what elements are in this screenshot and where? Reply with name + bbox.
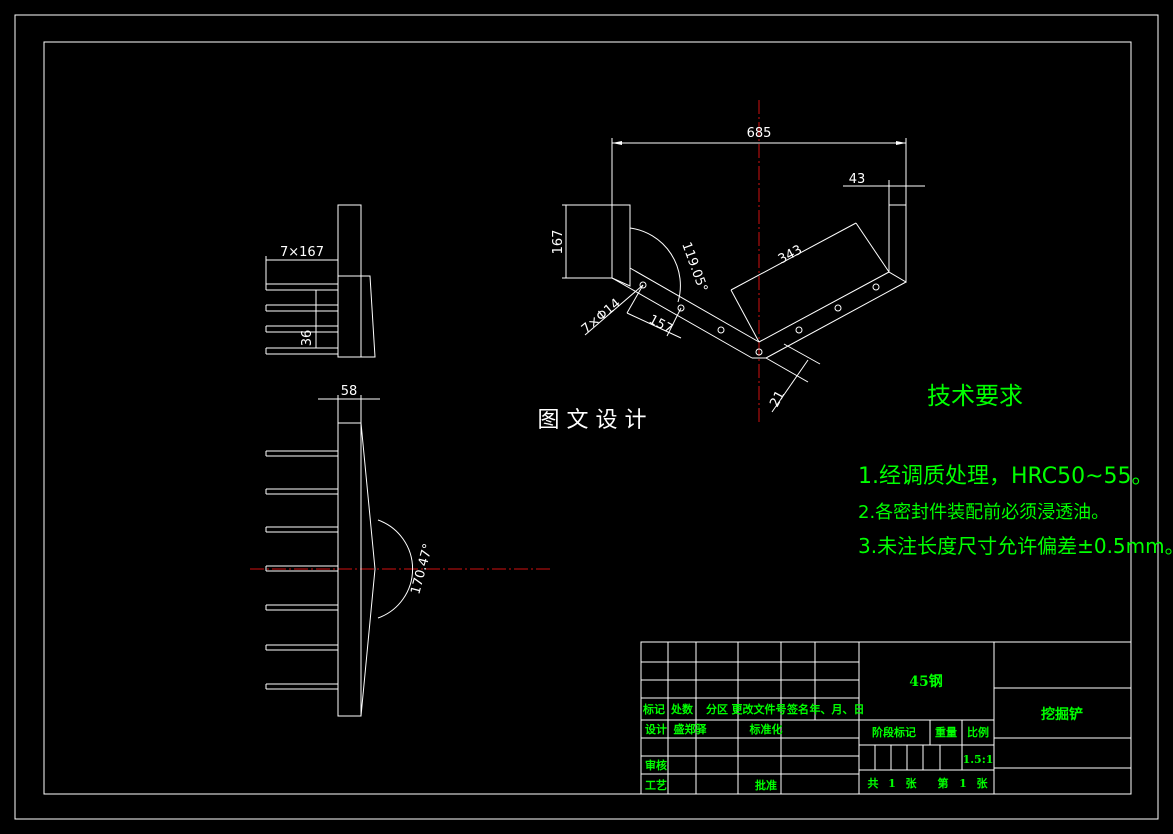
total-count: 1 <box>888 777 896 790</box>
design-label: 设计 <box>645 722 667 736</box>
header-date: 年、月、日 <box>810 702 865 716</box>
hole <box>755 348 763 356</box>
review-label: 审核 <box>645 758 667 772</box>
dim-tip-width: 43 <box>849 172 866 187</box>
requirement-item: 3.未注长度尺寸允许偏差±0.5mm。 <box>858 534 1173 558</box>
part-name: 挖掘铲 <box>1041 706 1083 723</box>
header-change-doc: 更改文件号 <box>732 702 787 716</box>
dim-hole-spec: 7×Φ14 <box>579 296 624 337</box>
designer-name: 盛郑驿 <box>674 722 708 736</box>
hole <box>834 304 842 312</box>
requirements-title: 技术要求 <box>927 382 1023 410</box>
dim-top-width: 58 <box>341 384 358 399</box>
hole <box>677 304 685 312</box>
technical-requirements: 技术要求 1.经调质处理，HRC50~55。 2.各密封件装配前必须浸透油。 3… <box>858 382 1173 558</box>
total-label: 共 <box>868 776 879 790</box>
header-signature: 签名 <box>786 702 809 716</box>
current-unit: 张 <box>977 776 989 790</box>
weight-label: 重量 <box>935 725 957 739</box>
outer-frame <box>14 14 1159 820</box>
scale-value: 1.5:1 <box>963 753 994 766</box>
current-label: 第 <box>938 776 949 790</box>
requirement-item: 1.经调质处理，HRC50~55。 <box>858 464 1154 489</box>
watermark-text: 图 文 设 计 <box>538 408 647 433</box>
dim-side-width: 7×167 <box>280 245 324 260</box>
stage-mark-label: 阶段标记 <box>872 725 916 739</box>
hole <box>872 283 880 291</box>
standardization-label: 标准化 <box>749 722 783 736</box>
dim-plate-height: 167 <box>551 230 566 255</box>
main-view: 685 43 167 119.05° 343 7×Φ14 157 21 <box>551 100 925 425</box>
left-plate <box>611 204 631 287</box>
top-view: 58 170.47° <box>250 384 552 717</box>
drawing-frame <box>43 41 1132 795</box>
hole <box>795 326 803 334</box>
sheet-unit: 张 <box>906 776 918 790</box>
title-block: 标记 处数 分区 更改文件号 签名 年、月、日 设计 盛郑驿 标准化 审核 工艺… <box>640 641 1132 795</box>
hole <box>717 326 725 334</box>
header-mark: 标记 <box>642 702 665 716</box>
current-count: 1 <box>959 777 967 790</box>
header-zone: 分区 <box>706 702 728 716</box>
dim-side-pitch: 36 <box>300 330 315 347</box>
material-value: 45钢 <box>909 673 942 690</box>
header-count: 处数 <box>670 702 694 716</box>
dim-bend-angle: 119.05° <box>678 240 710 294</box>
dim-overall-width: 685 <box>747 126 772 141</box>
hole <box>639 281 647 289</box>
side-view: 7×167 36 <box>265 204 376 358</box>
approve-label: 批准 <box>755 778 777 792</box>
scale-label: 比例 <box>967 725 989 739</box>
dim-arm-length: 343 <box>776 242 805 267</box>
requirement-item: 2.各密封件装配前必须浸透油。 <box>858 502 1109 523</box>
process-label: 工艺 <box>645 778 667 792</box>
right-plate <box>888 204 907 283</box>
dim-plate-thickness: 21 <box>767 388 788 410</box>
